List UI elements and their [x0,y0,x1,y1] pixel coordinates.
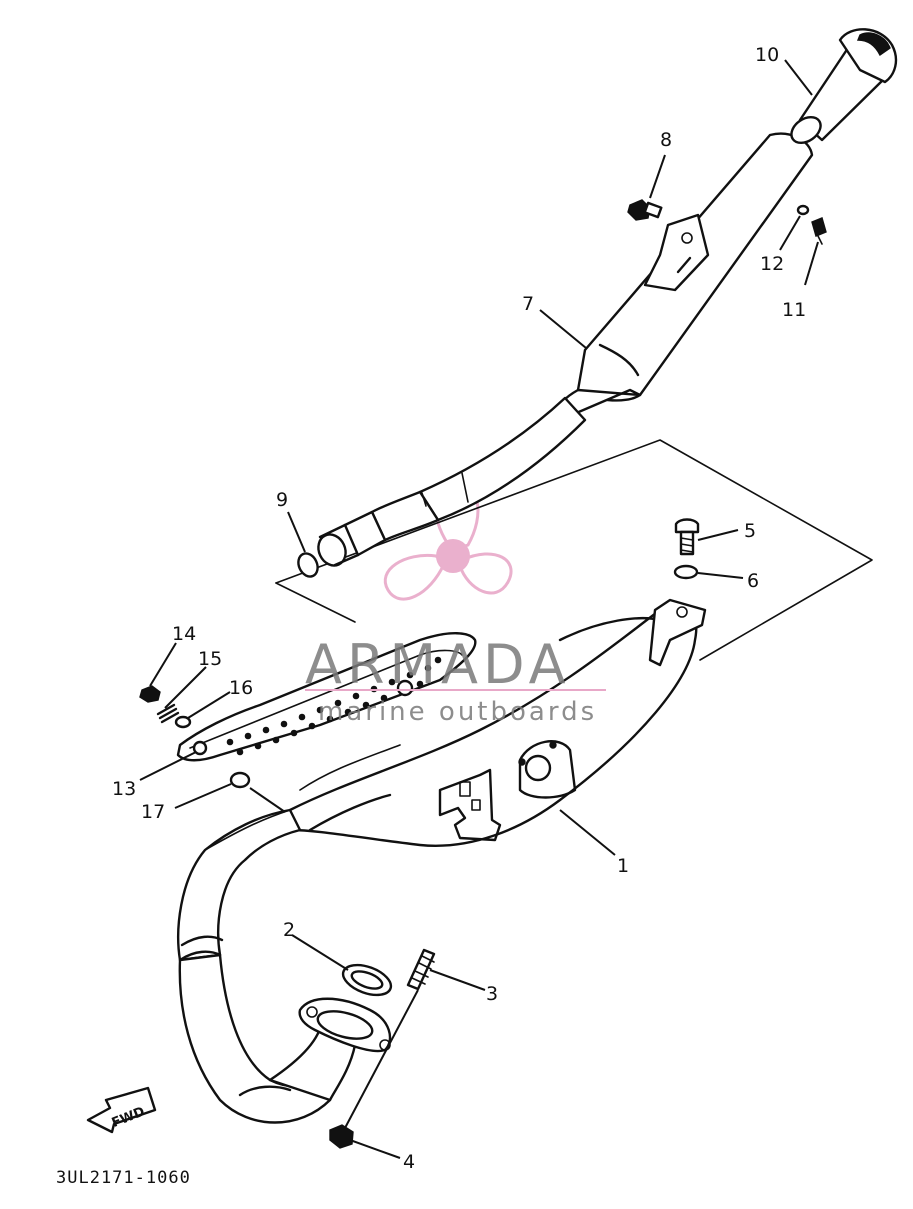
callout-15: 15 [198,648,222,670]
silencer-tailpipe [317,132,814,567]
washer-16 [174,715,192,729]
washer-12 [796,204,810,216]
spring-15 [156,703,180,724]
washer-6 [673,564,699,580]
assembly-outline [275,439,873,661]
callout-5: 5 [744,520,756,542]
callout-16: 16 [229,677,253,699]
screw-11 [811,217,827,245]
callout-2: 2 [283,919,295,941]
tailpipe-end [790,28,898,145]
gasket-2 [341,963,393,997]
damper-17 [229,771,251,789]
callout-3: 3 [486,983,498,1005]
diagram-code: 3UL2171-1060 [56,1168,191,1188]
callout-12: 12 [760,253,784,275]
watermark-brand: ARMADA [305,633,571,696]
callout-9: 9 [276,489,288,511]
nut-4 [329,1124,354,1149]
callout-14: 14 [172,623,196,645]
callout-17: 17 [141,801,165,823]
gasket-9 [297,552,319,578]
callout-8: 8 [660,129,672,151]
fwd-arrow-icon: FWD [86,1086,157,1134]
watermark-propeller-icon [383,484,513,601]
callout-13: 13 [112,778,136,800]
callout-4: 4 [403,1151,415,1173]
callout-7: 7 [522,293,534,315]
callout-11: 11 [782,299,806,321]
stud-bolt-3 [406,948,436,991]
heat-protector [176,632,477,762]
expansion-chamber [177,598,707,1124]
watermark-tagline: marine outboards [318,697,597,727]
callout-6: 6 [747,570,759,592]
callout-1: 1 [617,855,629,877]
bolt-5 [674,518,700,556]
assembly-outline-lower [275,582,356,623]
callout-10: 10 [755,44,779,66]
bolt-14 [139,685,161,703]
bolt-8 [627,199,663,221]
watermark: ARMADA marine outboards [305,633,606,727]
leader-lines [139,59,819,1159]
callout-labels: 1 2 3 4 5 6 7 8 9 10 11 12 13 14 15 16 1… [112,44,806,1173]
